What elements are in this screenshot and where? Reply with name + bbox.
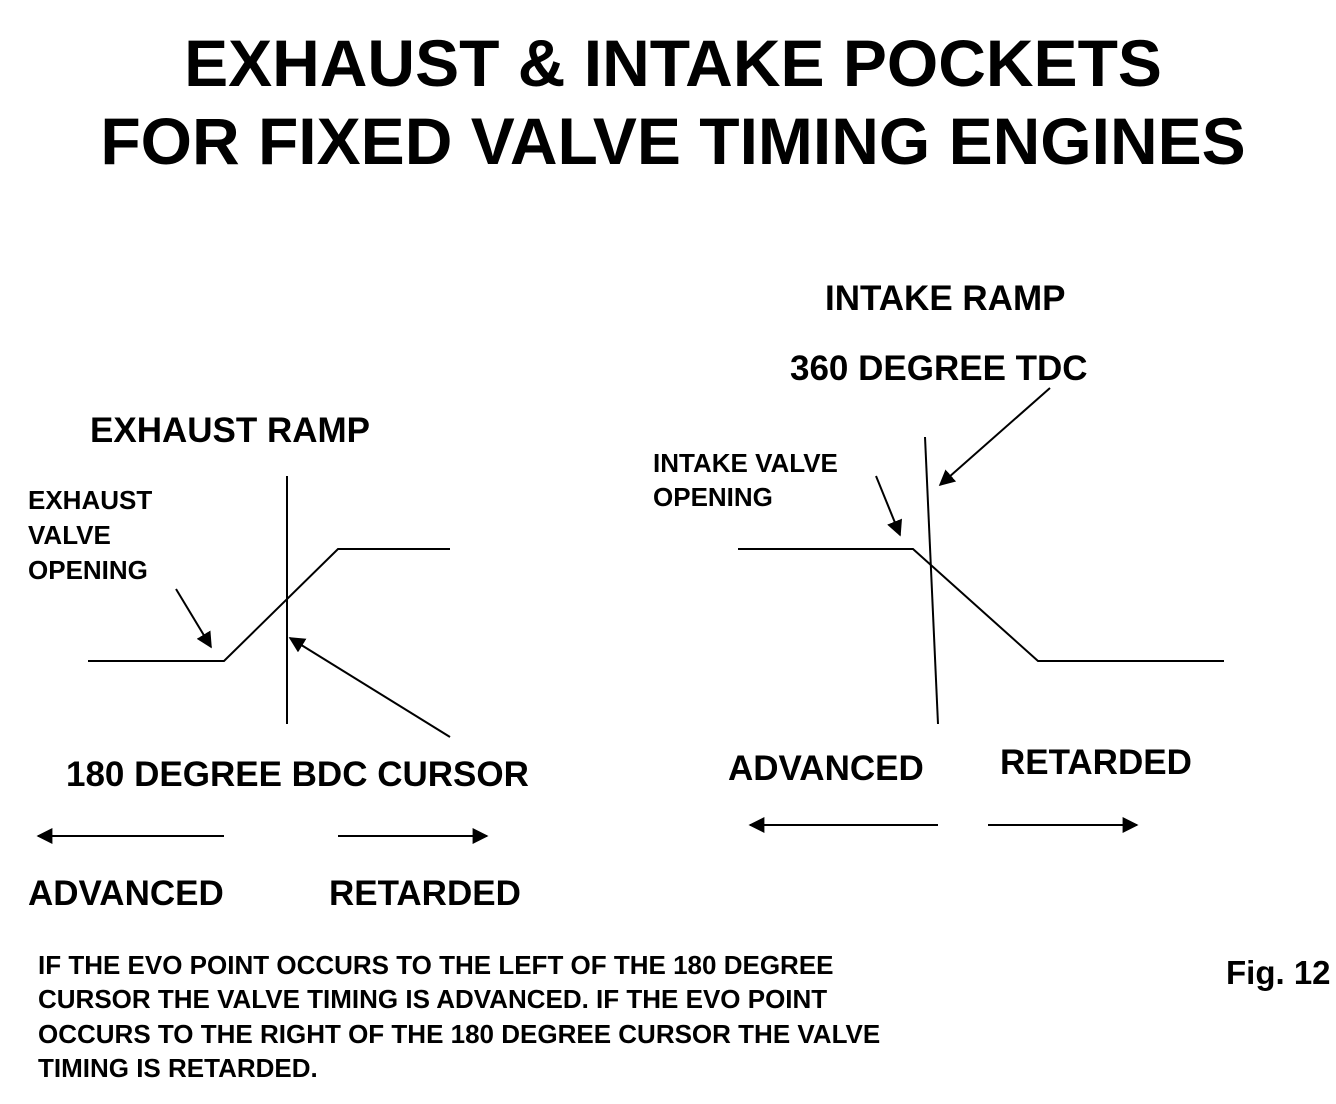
intake-tdc-cursor-line: [924, 436, 939, 725]
intake-tdc-arrow: [938, 387, 1051, 487]
exhaust-valve-opening-label-line-2: VALVE: [28, 520, 111, 550]
intake-advanced-label: ADVANCED: [728, 749, 924, 788]
intake-tdc-label: 360 DEGREE TDC: [790, 349, 1088, 388]
figure-label: Fig. 12: [1226, 954, 1331, 991]
title-line-1: EXHAUST & INTAKE POCKETS: [184, 26, 1162, 100]
title-line-2: FOR FIXED VALVE TIMING ENGINES: [100, 104, 1245, 178]
intake-valve-opening-label-line-1: INTAKE VALVE: [653, 448, 838, 478]
exhaust-valve-opening-label-line-3: OPENING: [28, 555, 148, 585]
exhaust-cursor-arrow: [288, 637, 451, 738]
exhaust-advanced-label: ADVANCED: [28, 874, 224, 913]
note-line-3: OCCURS TO THE RIGHT OF THE 180 DEGREE CU…: [38, 1019, 880, 1049]
exhaust-valve-opening-label-line-1: EXHAUST: [28, 485, 152, 515]
intake-valve-opening-arrow: [875, 475, 902, 537]
note-line-2: CURSOR THE VALVE TIMING IS ADVANCED. IF …: [38, 984, 827, 1014]
exhaust-cursor-label: 180 DEGREE BDC CURSOR: [66, 755, 529, 794]
note-line-4: TIMING IS RETARDED.: [38, 1053, 318, 1083]
exhaust-ramp-profile: [88, 548, 450, 662]
exhaust-valve-opening-arrow: [175, 588, 212, 649]
intake-retarded-label: RETARDED: [1000, 743, 1192, 782]
intake-ramp-label: INTAKE RAMP: [825, 279, 1065, 318]
intake-valve-opening-label-line-2: OPENING: [653, 482, 773, 512]
exhaust-retarded-label: RETARDED: [329, 874, 521, 913]
exhaust-ramp-label: EXHAUST RAMP: [90, 411, 370, 450]
intake-ramp-profile: [738, 548, 1224, 662]
note-line-1: IF THE EVO POINT OCCURS TO THE LEFT OF T…: [38, 950, 834, 980]
